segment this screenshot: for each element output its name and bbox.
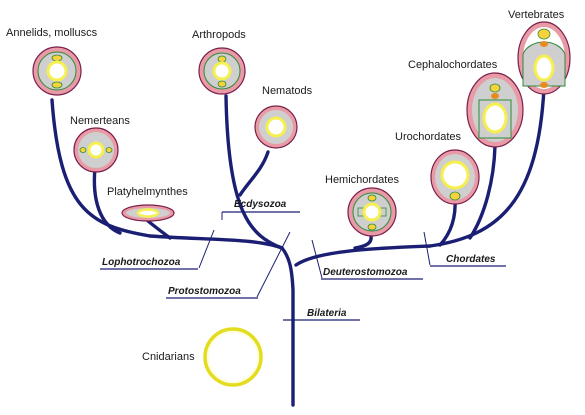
urochordate-branch [438,196,457,247]
nemertean-branch [92,166,122,235]
platyhelminthes-label: Platyhelmynthes [107,186,188,198]
cephalochordates-label: Cephalochordates [408,59,498,71]
vertebrates-label: Vertebrates [508,9,565,21]
protostomozoa-label: Protostomozoa [168,286,241,297]
annelids-label: Annelids, molluscs [6,27,98,39]
clade-leaders [198,212,431,298]
lophotrochozoa-leader [198,229,215,269]
nematod-cross-section-icon [254,105,298,149]
hemichordate-cross-section-icon [347,187,397,237]
arthropods-label: Arthropods [192,29,246,41]
vertebrate-cross-section-icon [517,21,571,95]
urochordate-cross-section-icon [430,149,480,205]
nemerteans-label: Nemerteans [70,115,130,127]
cephalochordate-branch [468,144,497,240]
nemertean-cross-section-icon [73,127,119,173]
lophotrochozoa-label: Lophotrochozoa [102,257,181,268]
deuterostomozoa-leader [311,239,323,279]
bilateria-label: Bilateria [307,308,347,319]
urochordates-label: Urochordates [395,131,462,143]
deuterostomozoa-label: Deuterostomozoa [323,267,408,278]
taxon-labels: Annelids, molluscs Nemerteans Platyhelmy… [6,9,565,363]
deuterostome-branch [294,244,432,267]
clade-labels: Ecdysozoa Lophotrochozoa Protostomozoa D… [100,199,506,321]
phylogenetic-tree [50,86,546,407]
chordates-label: Chordates [446,254,496,265]
main-trunk [280,246,295,407]
annelid-branch [50,98,152,238]
cnidarians-label: Cnidarians [142,351,195,363]
ecdysozoa-label: Ecdysozoa [234,199,287,210]
platyhelminth-cross-section-icon [121,204,175,222]
nematod-branch [238,150,270,197]
ecdysozoa-branch [224,94,284,250]
chordate-branch [428,86,546,248]
cephalochordate-cross-section-icon [466,72,524,148]
protostomozoa-leader [256,231,291,298]
hemichordates-label: Hemichordates [325,174,399,186]
hemichordate-branch [353,234,373,250]
cnidarian-cross-section-icon [203,327,263,387]
nematods-label: Nematods [262,85,313,97]
annelid-cross-section-icon [32,46,82,96]
platyhelminth-branch [146,219,172,240]
chordates-leader [423,231,431,266]
arthropod-cross-section-icon [198,47,246,95]
